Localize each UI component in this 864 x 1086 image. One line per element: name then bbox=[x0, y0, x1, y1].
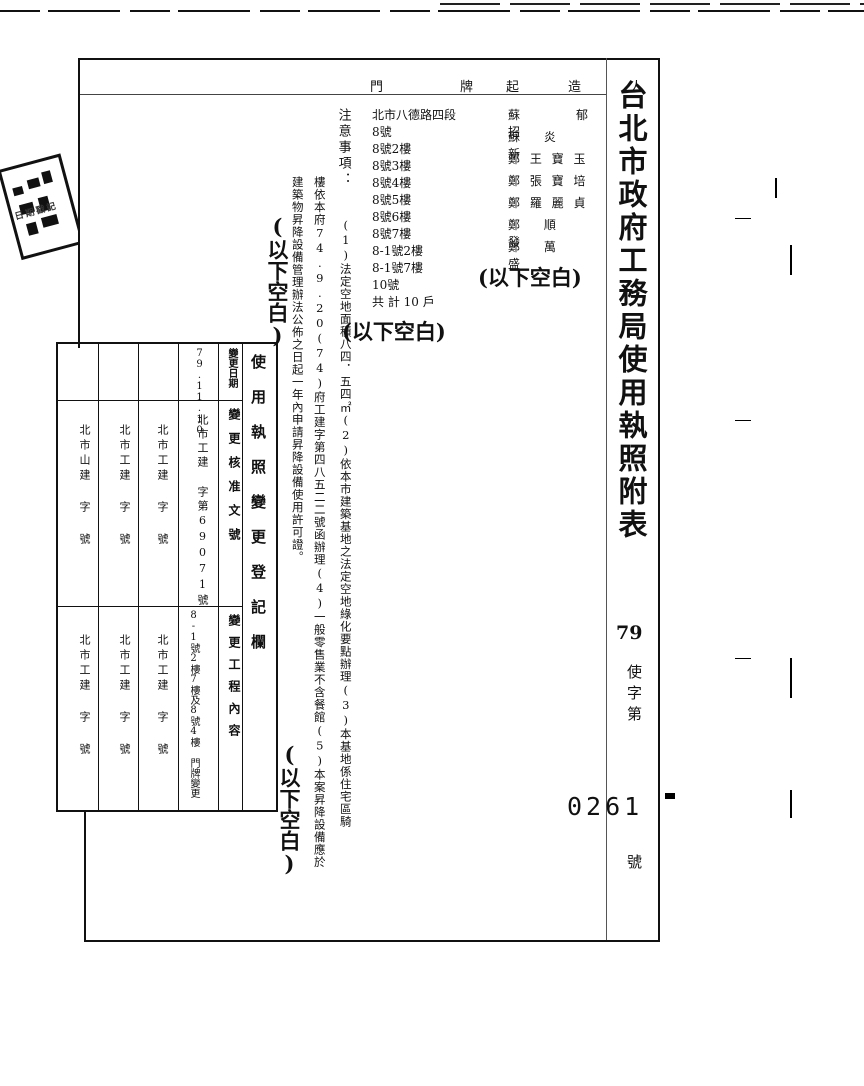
change-table: 使用執照變更登記欄 變更日期 變更核准文號 變更工程內容 79.11.10 北市… bbox=[56, 342, 278, 812]
row-approval: 北市工建 字 號 bbox=[156, 424, 169, 548]
notes-label: 注意事項： bbox=[335, 108, 351, 188]
row1-date: 79.11.10 bbox=[194, 348, 205, 436]
address-unit: 8-1號7樓 bbox=[372, 261, 423, 275]
doc-prefix: 使字第 bbox=[625, 664, 643, 727]
doc-suffix: 號 bbox=[625, 854, 643, 869]
address-list: 北市八德路四段 8號 8號2樓 8號3樓 8號4樓 8號5樓 8號6樓 8號7樓… bbox=[372, 106, 492, 310]
builder-name: 鄭 張 寶 培 bbox=[508, 174, 589, 188]
address-unit: 8號7樓 bbox=[372, 227, 412, 241]
scan-mark-right-8 bbox=[775, 178, 777, 198]
builder-name: 鄭 萬 盛 bbox=[508, 240, 566, 271]
scan-noise-top2 bbox=[440, 3, 864, 5]
address-unit: 10號 bbox=[372, 278, 400, 292]
blank-mark-left: (以下空白) bbox=[265, 214, 290, 348]
address-unit: 8號 bbox=[372, 125, 392, 139]
change-table-title: 使用執照變更登記欄 bbox=[249, 354, 267, 669]
doc-year: 79 bbox=[616, 622, 643, 644]
header-plate: 牌 bbox=[460, 80, 474, 95]
address-unit: 8號3樓 bbox=[372, 159, 412, 173]
scan-mark-right-4 bbox=[790, 245, 792, 275]
builder-name: 蘇 郁 招 bbox=[508, 108, 598, 139]
header-change-date: 變更日期 bbox=[226, 348, 237, 388]
header-change-content: 變更工程內容 bbox=[227, 614, 241, 746]
row1-approval: 北市工建 字第69071號 bbox=[196, 414, 209, 608]
scan-mark-right-6 bbox=[790, 790, 792, 818]
doc-serial-number: 0261 bbox=[567, 792, 644, 821]
header-builder: 起 造 人 bbox=[506, 80, 662, 95]
notes-line-1: (1)法定空地面積八四．五四㎡(2)依本市建築基地之法定空地綠化要點辦理(3)本… bbox=[338, 218, 353, 828]
table-col-line bbox=[98, 344, 99, 810]
row1-content: 8-1號2樓7樓及8號4樓 門牌變更 bbox=[188, 610, 199, 798]
table-row-line bbox=[58, 400, 242, 401]
table-col-line bbox=[218, 344, 219, 810]
frame-left-border bbox=[78, 58, 80, 348]
frame-bottom-border bbox=[84, 940, 658, 942]
frame-top-border bbox=[78, 58, 660, 60]
notes-line-2: 樓依本府74.9.20(74)府工建字第四八五二二號函辦理(4)一般零售業不含餐… bbox=[312, 176, 327, 869]
frame-left-border-lower bbox=[84, 810, 86, 942]
builder-name: 蘇 炎 新 bbox=[508, 130, 566, 161]
row-approval-2: 北市工建 字 號 bbox=[78, 634, 91, 758]
builder-list: 蘇 郁 招 蘇 炎 新 鄭 王 寶 玉 鄭 張 寶 培 鄭 羅 麗 貞 鄭 順 … bbox=[508, 106, 598, 271]
address-unit: 8號6樓 bbox=[372, 210, 412, 224]
blank-mark-builders: (以下空白) bbox=[478, 265, 582, 290]
scan-mark-right-3 bbox=[735, 658, 751, 659]
address-unit: 8號5樓 bbox=[372, 193, 412, 207]
scan-mark-right-7 bbox=[665, 793, 675, 799]
address-street: 北市八德路四段 bbox=[372, 108, 457, 122]
scan-noise-top bbox=[0, 10, 864, 12]
blank-mark-middle: (以下空白) bbox=[342, 319, 446, 344]
builder-name: 鄭 王 寶 玉 bbox=[508, 152, 589, 166]
row-approval: 北市山建 字 號 bbox=[78, 424, 91, 548]
builder-name: 鄭 羅 麗 貞 bbox=[508, 196, 589, 210]
table-col-line bbox=[242, 344, 243, 810]
blank-mark-bottom: (以下空白) bbox=[277, 742, 302, 876]
frame-right-border bbox=[658, 58, 660, 942]
header-divider bbox=[80, 94, 606, 95]
address-unit: 8號2樓 bbox=[372, 142, 412, 156]
address-unit: 8號4樓 bbox=[372, 176, 412, 190]
row-approval: 北市工建 字 號 bbox=[118, 424, 131, 548]
header-door: 門 bbox=[370, 80, 384, 95]
table-row-line bbox=[58, 606, 242, 607]
scan-mark-right-2 bbox=[735, 420, 751, 421]
document-title: 台北市政府工務局使用執照附表 bbox=[614, 80, 648, 542]
row-approval-2: 北市工建 字 號 bbox=[118, 634, 131, 758]
stamp-fragment-icon bbox=[0, 153, 80, 261]
header-approval-no: 變更核准文號 bbox=[227, 408, 241, 552]
frame-divider bbox=[606, 58, 607, 940]
notes-line-3: 建築物昇降設備管理辦法公佈之日起一年內申請昇降設備使用許可證。 bbox=[290, 176, 305, 564]
address-unit: 8-1號2樓 bbox=[372, 244, 423, 258]
scan-mark-right-5 bbox=[790, 658, 792, 698]
address-total: 共 計 10 戶 bbox=[372, 295, 435, 309]
scan-mark-right-1 bbox=[735, 218, 751, 219]
builder-name: 鄭 順 發 bbox=[508, 218, 566, 249]
table-col-line bbox=[138, 344, 139, 810]
row-approval-2: 北市工建 字 號 bbox=[156, 634, 169, 758]
table-col-line bbox=[178, 344, 179, 810]
